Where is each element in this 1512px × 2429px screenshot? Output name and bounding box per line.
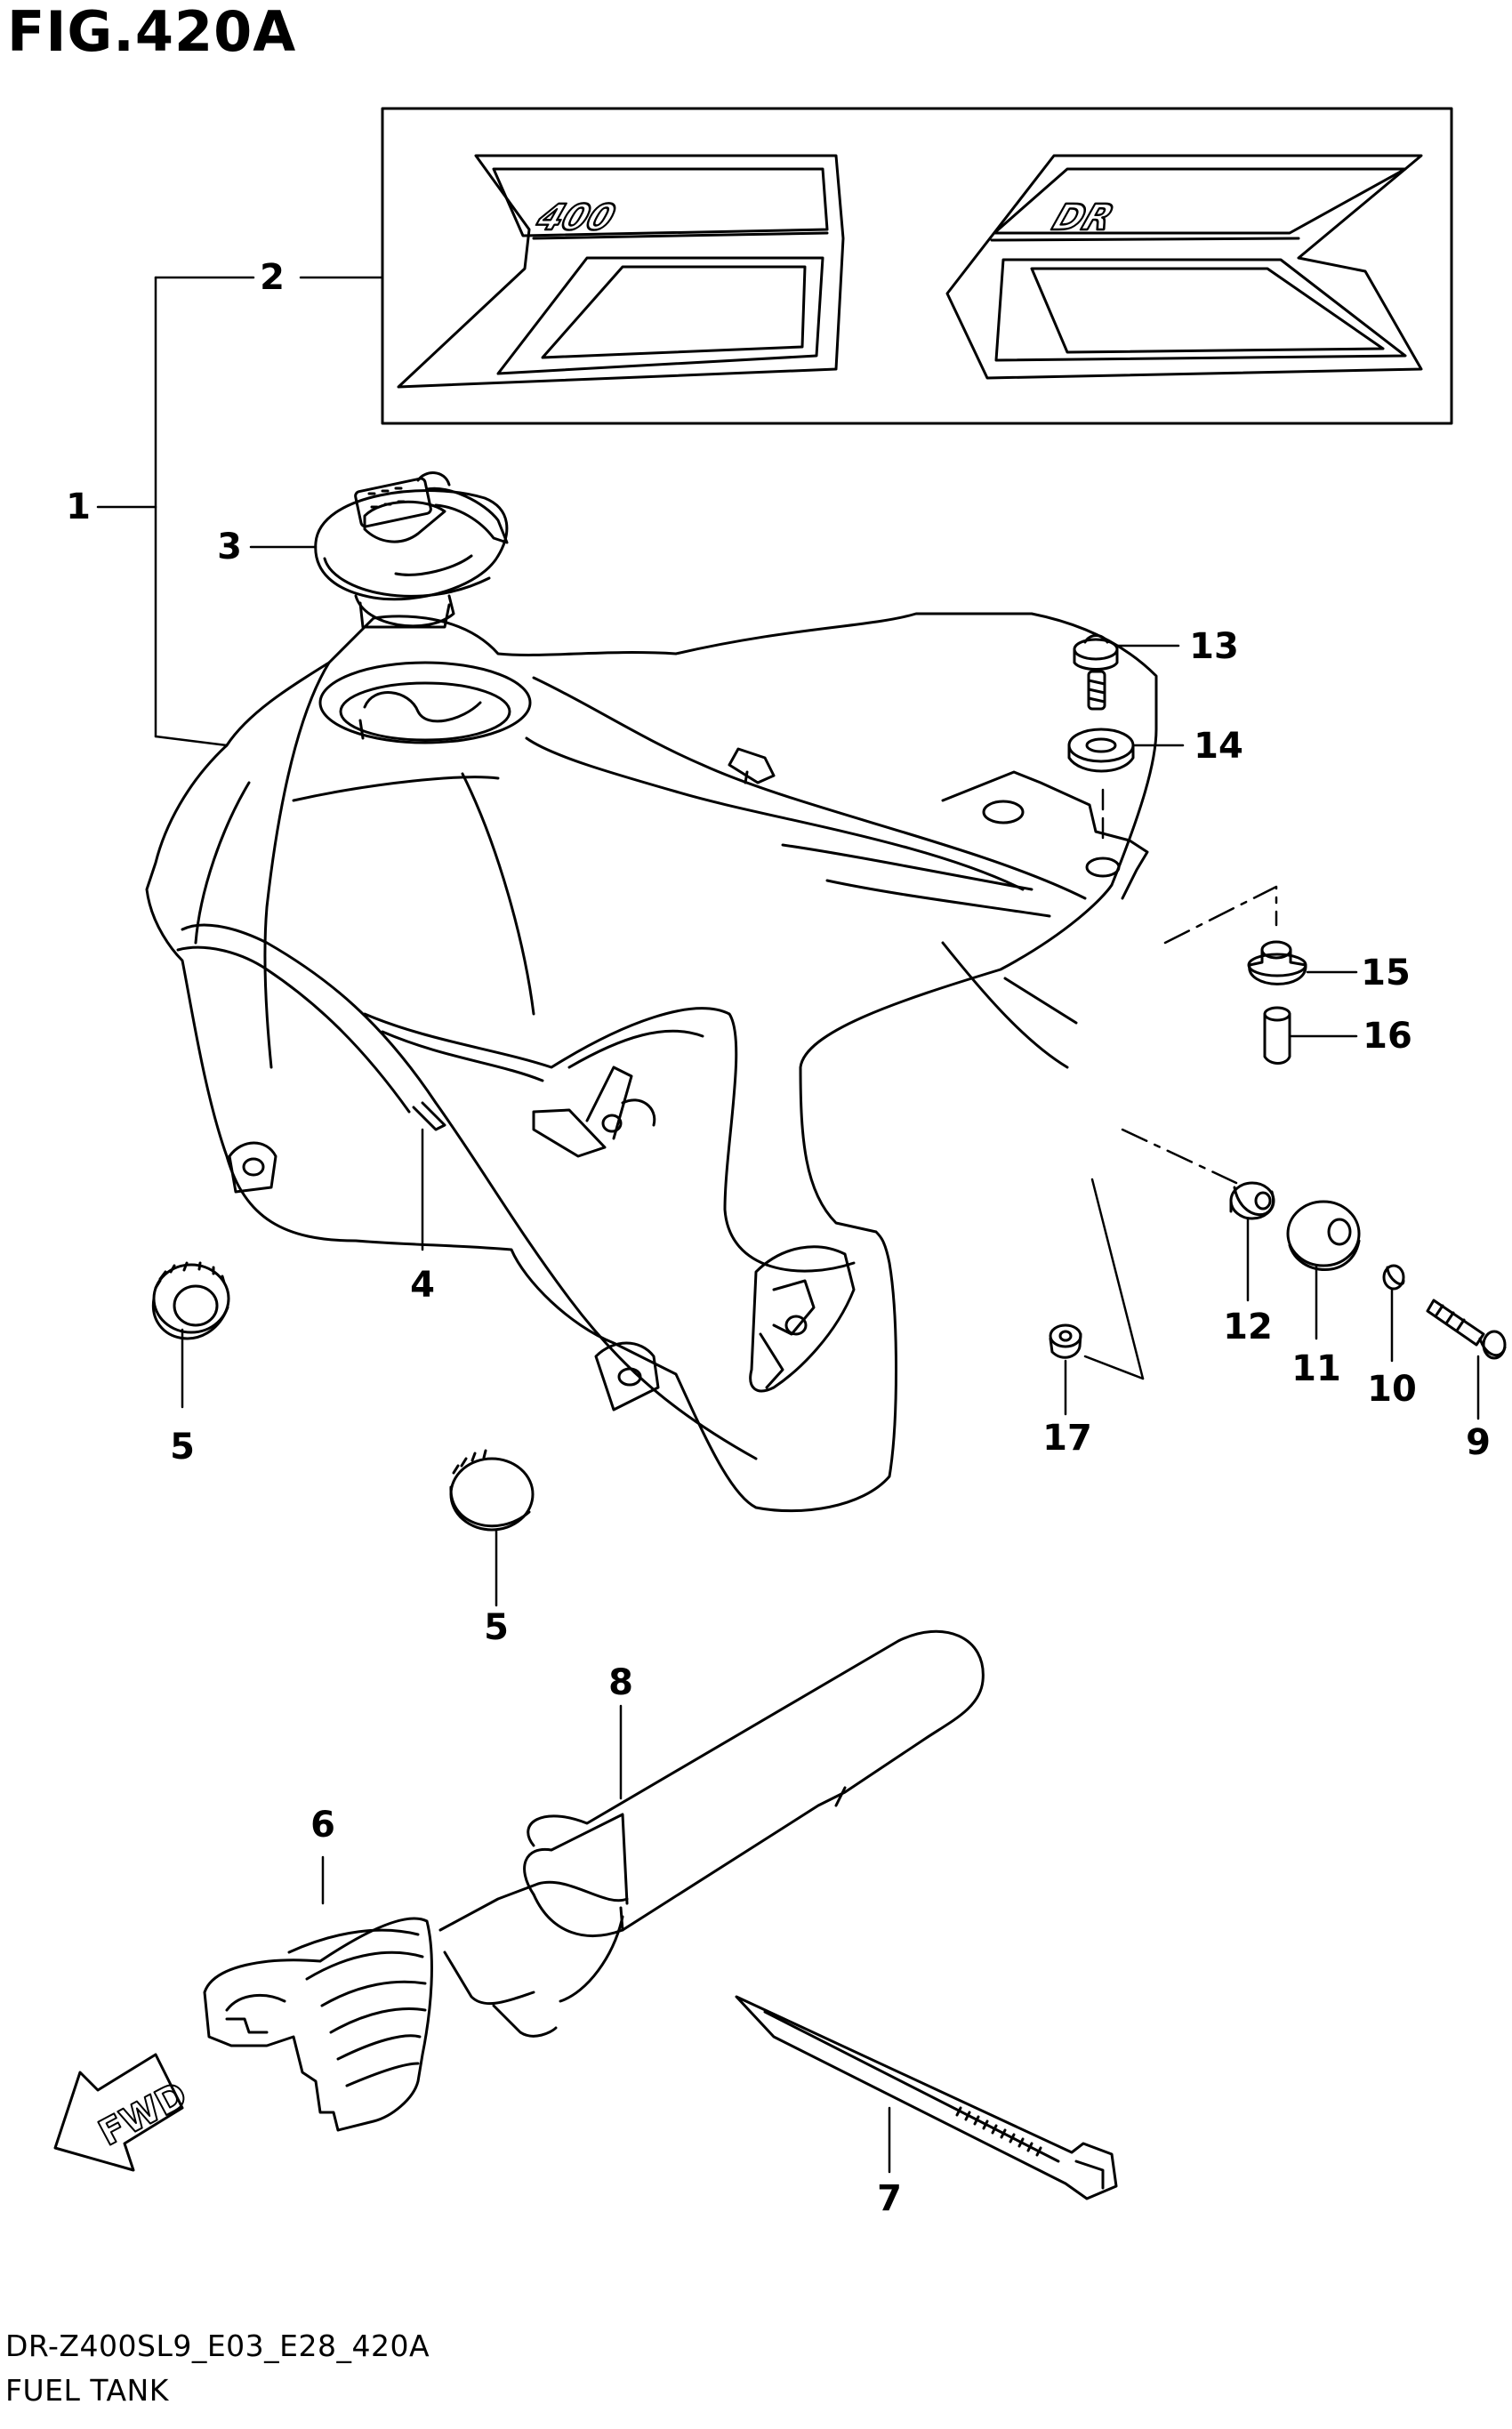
fuel-cap	[314, 471, 509, 629]
protector-8	[438, 1629, 985, 2038]
fwd-label: FWD	[92, 2074, 194, 2154]
decal-right-emblem: DR	[945, 154, 1423, 380]
grommet-6	[203, 1917, 433, 2132]
assembly-bracket	[96, 276, 384, 747]
collar-10	[1382, 1264, 1405, 1291]
callout-16: 16	[1363, 1016, 1412, 1057]
decal-left-emblem: 400	[397, 154, 845, 389]
callout-11: 11	[1291, 1348, 1341, 1389]
cushion-15	[1247, 940, 1307, 985]
nut-17	[1049, 1323, 1082, 1359]
collar-16	[1263, 1006, 1291, 1065]
washer-14	[1067, 728, 1135, 773]
callout-numbers: 1 2 3 4 5 5 6 7 8 9 10 11 12 13 14 15 16…	[66, 257, 1491, 2219]
callout-5-upper: 5	[170, 1427, 195, 1468]
callout-12: 12	[1223, 1307, 1273, 1347]
callout-2: 2	[260, 257, 285, 298]
bolt-13	[1073, 634, 1119, 711]
callout-4: 4	[410, 1265, 435, 1306]
cap-5-lower	[449, 1449, 535, 1532]
cap-5-upper	[151, 1261, 230, 1340]
cable-tie-7	[735, 1995, 1118, 2200]
model-code: DR-Z400SL9_E03_E28_420A	[5, 2328, 430, 2363]
callout-15: 15	[1361, 953, 1411, 993]
decal-frame	[381, 107, 1453, 425]
callout-6: 6	[310, 1805, 335, 1846]
callout-leaders	[181, 545, 1480, 2174]
callout-17: 17	[1042, 1418, 1092, 1459]
assembly-leaders	[1083, 788, 1278, 1380]
callout-10: 10	[1367, 1369, 1417, 1410]
callout-8: 8	[608, 1662, 633, 1703]
fwd-arrow: FWD	[53, 2053, 195, 2172]
callout-5-lower: 5	[484, 1607, 509, 1648]
callout-3: 3	[217, 527, 242, 567]
cushion-12	[1229, 1181, 1275, 1220]
decal-set: 400 DR	[381, 107, 1453, 425]
callout-14: 14	[1194, 726, 1243, 767]
bolt-9	[1426, 1299, 1507, 1360]
figure-name: FUEL TANK	[5, 2373, 169, 2408]
cushion-11	[1286, 1200, 1361, 1271]
figure-title: FIG.420A	[7, 0, 297, 64]
callout-7: 7	[877, 2178, 902, 2219]
fuel-tank-body	[145, 612, 1158, 1513]
callout-9: 9	[1466, 1422, 1491, 1463]
callout-1: 1	[66, 487, 91, 527]
decal-left-text: 400	[531, 197, 621, 237]
callout-13: 13	[1189, 626, 1239, 667]
